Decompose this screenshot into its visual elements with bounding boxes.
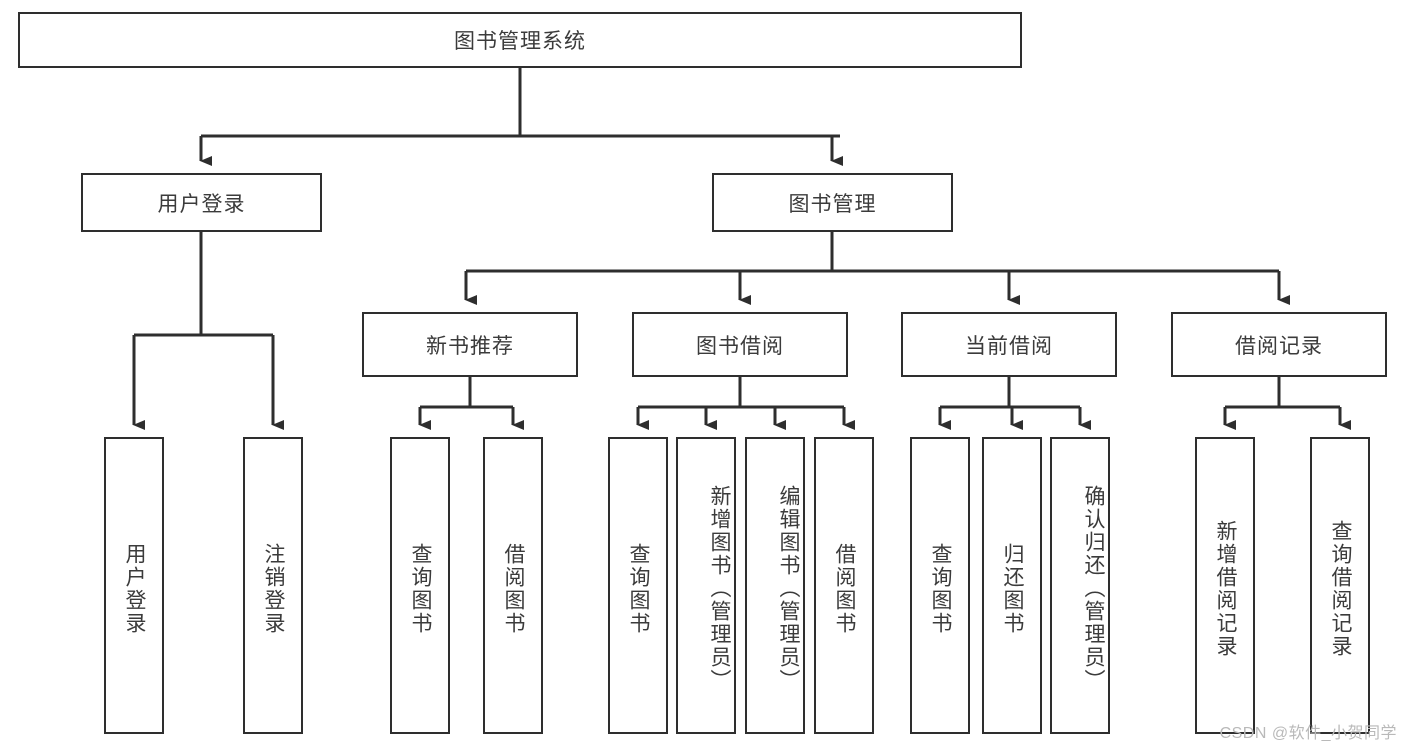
leaf-borrow-book-newbook[interactable]: 借阅图书 [483, 437, 543, 734]
leaf-query-borrow-record[interactable]: 查询借阅记录 [1310, 437, 1370, 734]
leaf-query-book-newbook[interactable]: 查询图书 [390, 437, 450, 734]
leaf-query-book-current[interactable]: 查询图书 [910, 437, 970, 734]
leaf-query-book-borrow[interactable]: 查询图书 [608, 437, 668, 734]
leaf-user-login[interactable]: 用户登录 [104, 437, 164, 734]
node-user-login[interactable]: 用户登录 [81, 173, 322, 232]
node-book-borrow[interactable]: 图书借阅 [632, 312, 848, 377]
leaf-confirm-return-admin[interactable]: 确认归还（管理员） [1050, 437, 1110, 734]
node-new-book-recommend[interactable]: 新书推荐 [362, 312, 578, 377]
leaf-lend-book[interactable]: 借阅图书 [814, 437, 874, 734]
leaf-add-book-admin[interactable]: 新增图书（管理员） [676, 437, 736, 734]
leaf-add-borrow-record[interactable]: 新增借阅记录 [1195, 437, 1255, 734]
node-current-borrow[interactable]: 当前借阅 [901, 312, 1117, 377]
node-borrow-records[interactable]: 借阅记录 [1171, 312, 1387, 377]
leaf-edit-book-admin[interactable]: 编辑图书（管理员） [745, 437, 805, 734]
leaf-logout[interactable]: 注销登录 [243, 437, 303, 734]
csdn-watermark: CSDN @软件_小贺同学 [1219, 725, 1397, 742]
leaf-return-book[interactable]: 归还图书 [982, 437, 1042, 734]
node-book-management[interactable]: 图书管理 [712, 173, 953, 232]
node-root[interactable]: 图书管理系统 [18, 12, 1022, 68]
